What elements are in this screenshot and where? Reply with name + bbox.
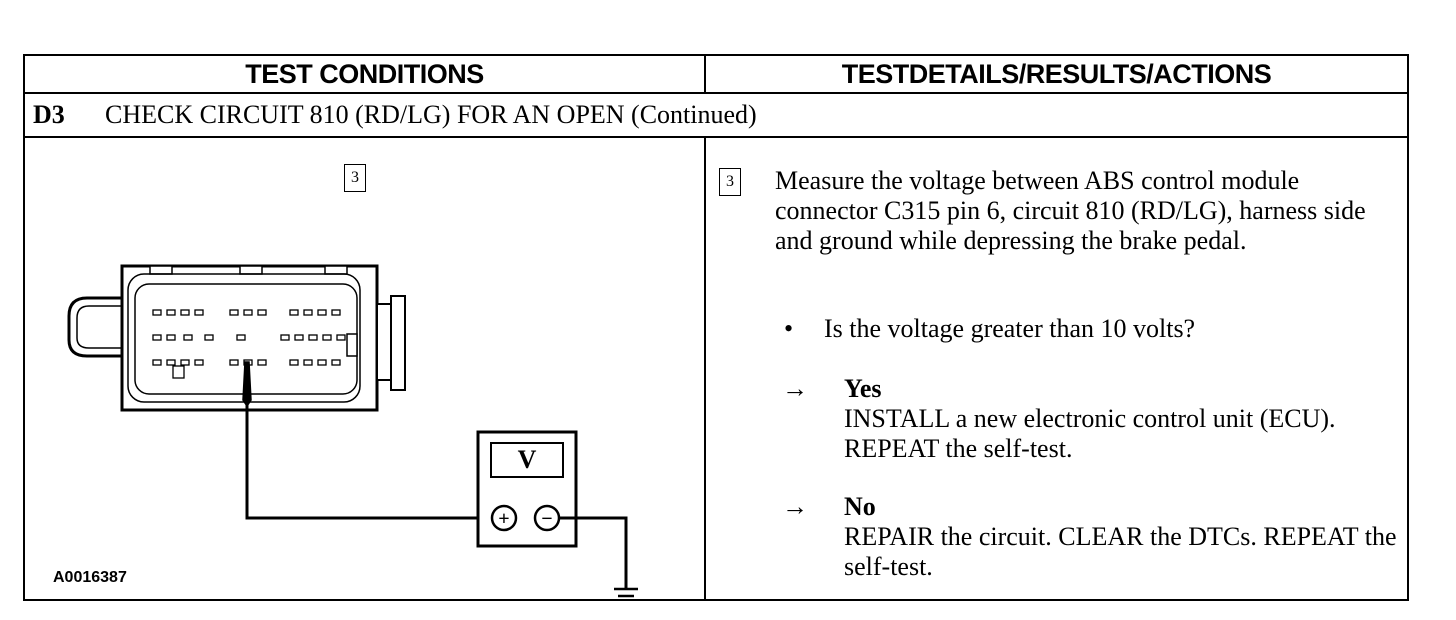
step-title: CHECK CIRCUIT 810 (RD/LG) FOR AN OPEN (C… (105, 100, 757, 129)
figure-id: A0016387 (53, 569, 127, 586)
connector-right-bracket (376, 303, 392, 381)
probe-tip (242, 361, 252, 408)
connector-diagram: V + − (67, 264, 638, 598)
question-text: Is the voltage greater than 10 volts? (824, 314, 1196, 343)
yes-action: INSTALL a new electronic control unit (E… (844, 404, 1336, 463)
diagram-step-number: 3 (344, 164, 366, 192)
no-arrow-icon: → (782, 492, 808, 521)
step-id: D3 (33, 100, 65, 129)
header-test-details: TESTDETAILS/RESULTS/ACTIONS (706, 56, 1407, 94)
yes-arrow-icon: → (782, 374, 808, 403)
test-conditions-cell: 3 (25, 138, 706, 599)
connector-pins (152, 309, 346, 366)
no-action: REPAIR the circuit. CLEAR the DTCs. REPE… (844, 522, 1397, 581)
yes-label: Yes (844, 374, 882, 403)
positive-lead-wire (245, 402, 487, 520)
voltmeter-display (490, 442, 564, 478)
test-details-cell: 3 Measure the voltage between ABS contro… (706, 138, 1407, 599)
step-title-row: D3 CHECK CIRCUIT 810 (RD/LG) FOR AN OPEN… (25, 94, 1407, 138)
header-test-conditions: TEST CONDITIONS (25, 56, 706, 94)
bullet-icon: • (784, 314, 794, 343)
ground-icon (614, 587, 638, 598)
measurement-instruction: Measure the voltage between ABS control … (775, 166, 1366, 255)
no-label: No (844, 492, 876, 521)
connector-left-latch (67, 296, 122, 358)
test-table: TEST CONDITIONS TESTDETAILS/RESULTS/ACTI… (23, 54, 1409, 601)
positive-terminal (490, 504, 518, 532)
negative-lead-wire (559, 516, 628, 588)
positive-terminal-label: + (498, 508, 509, 530)
negative-terminal-label: − (541, 508, 552, 530)
details-step-number: 3 (719, 168, 741, 196)
voltmeter-label: V (518, 445, 537, 474)
